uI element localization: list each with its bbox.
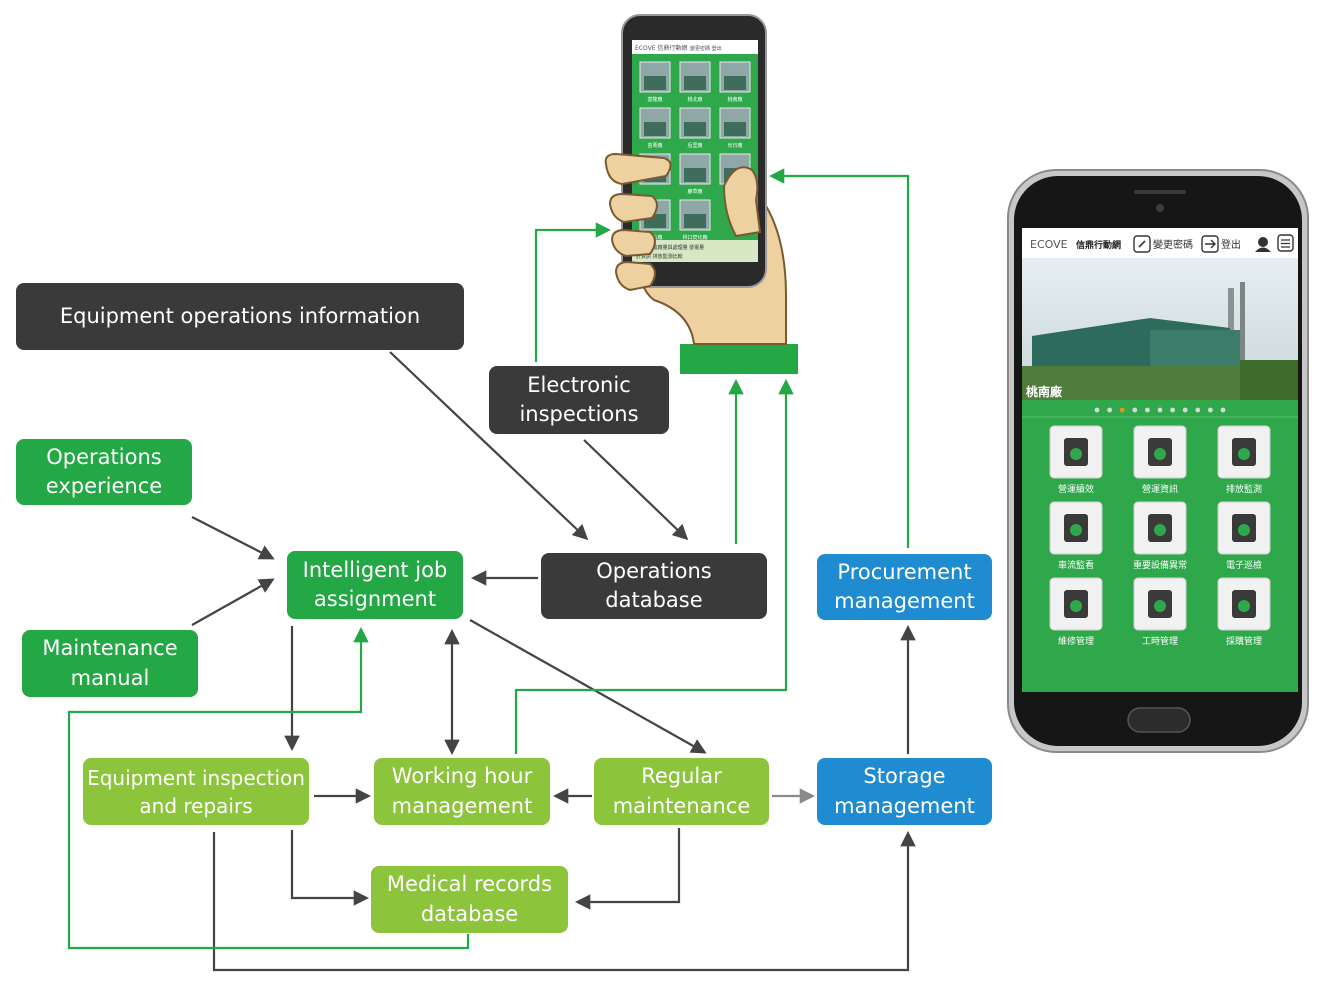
node-electronic-inspections: Electronic inspections — [489, 366, 669, 434]
node-procurement-management: Procurement management — [817, 554, 992, 620]
node-operations-experience: Operations experience — [16, 439, 192, 505]
arrow-equip-to-storage — [212, 830, 916, 972]
node-equipment-inspection-repairs: Equipment inspection and repairs — [83, 758, 309, 825]
arrow-equip-to-medical — [290, 830, 370, 906]
arrow-medical-to-job — [67, 626, 470, 950]
node-working-hour-management: Working hour management — [374, 758, 550, 825]
arrow-info-to-db — [389, 351, 589, 541]
arrow-regular-to-medical — [574, 828, 681, 910]
arrow-insp-to-phone — [534, 222, 612, 362]
arrow-working-to-phone — [514, 378, 794, 754]
node-medical-records-database: Medical records database — [371, 866, 568, 933]
arrow-job-to-regular — [469, 619, 707, 754]
node-storage-management: Storage management — [817, 758, 992, 825]
arrow-manual-to-job — [191, 578, 275, 626]
node-maintenance-manual: Maintenance manual — [22, 630, 198, 697]
node-intelligent-job-assignment: Intelligent job assignment — [287, 551, 463, 619]
arrow-exp-to-job — [191, 516, 275, 560]
node-regular-maintenance: Regular maintenance — [594, 758, 769, 825]
arrow-procurement-to-phone — [768, 168, 910, 548]
node-equipment-operations-information: Equipment operations information — [16, 283, 464, 350]
arrow-insp-to-db — [583, 439, 689, 541]
node-operations-database: Operations database — [541, 553, 767, 619]
